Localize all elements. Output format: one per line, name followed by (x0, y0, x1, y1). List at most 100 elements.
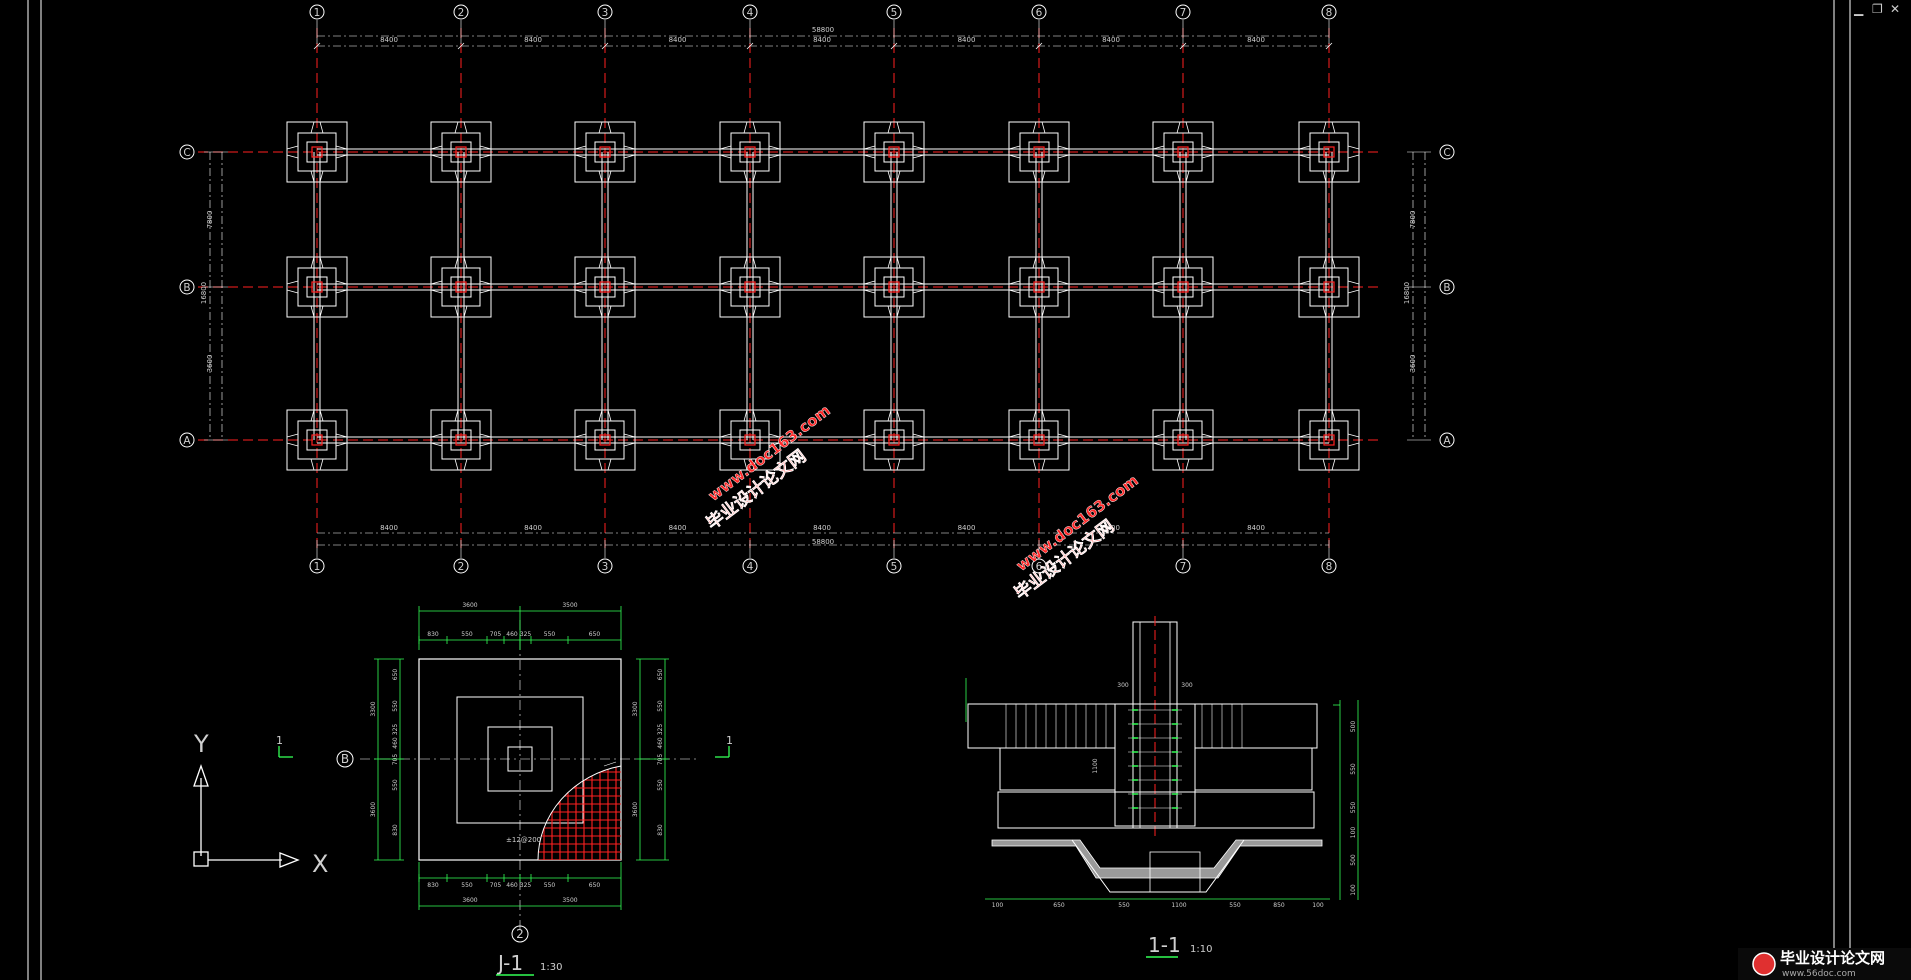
axis-bubble-left-B-label: B (183, 282, 190, 294)
corner-logo-title: 毕业设计论文网 (1780, 949, 1885, 967)
plan-side-dim-1-left: 7800 (206, 211, 214, 229)
plan-overall-bottom: 58800 (812, 538, 834, 546)
section-bottom-dim-6: 850 (1273, 902, 1285, 909)
plan-side-total-right: 16800 (1403, 282, 1411, 304)
axis-bubble-left-A-label: A (183, 435, 191, 447)
j1-bottom-part-5: 325 (520, 882, 532, 889)
axis-bubble-bottom-1: 1 (309, 558, 325, 574)
j1-top-part-1: 830 (427, 631, 439, 638)
plan-bay-bottom-5: 8400 (958, 524, 976, 532)
axis-bubble-bottom-7: 7 (1175, 558, 1191, 574)
section-middle-dim: 1100 (1092, 758, 1099, 773)
axis-bubble-right-C-label: C (1443, 147, 1450, 159)
footing-4-B (719, 256, 781, 318)
axis-bubble-bottom-7-label: 7 (1180, 561, 1187, 573)
j1-side-part-4-left: 460 (392, 737, 399, 749)
plan-bay-bottom-7: 8400 (1247, 524, 1265, 532)
plan-bay-top-6: 8400 (1102, 36, 1120, 44)
j1-top-total-2: 3500 (562, 602, 577, 609)
restore-icon[interactable]: ❐ (1872, 2, 1883, 16)
footing-7-A (1152, 409, 1214, 471)
footing-3-A (574, 409, 636, 471)
j1-side-part-5-right: 705 (657, 754, 664, 766)
j1-side-part-7-right: 830 (657, 824, 664, 836)
j1-axis-bubble-bottom: 2 (511, 925, 529, 943)
axis-bubble-top-8-label: 8 (1326, 7, 1333, 19)
close-icon[interactable]: ✕ (1890, 2, 1901, 16)
axis-bubble-top-4: 4 (742, 4, 758, 20)
footing-1-B (286, 256, 348, 318)
axis-bubble-left-A: A (179, 432, 195, 448)
footing-7-C (1152, 121, 1214, 183)
plan-bay-top-7: 8400 (1247, 36, 1265, 44)
axis-bubble-right-B-label: B (1443, 282, 1450, 294)
section-bottom-dim-2: 650 (1053, 902, 1065, 909)
axis-bubble-bottom-5: 5 (886, 558, 902, 574)
j1-side-part-6-right: 550 (657, 779, 664, 791)
j1-top-part-3: 705 (490, 631, 502, 638)
j1-top-part-5: 325 (520, 631, 532, 638)
j1-side-part-4-right: 460 (657, 737, 664, 749)
footing-5-A (863, 409, 925, 471)
section-bottom-dim-7: 100 (1312, 902, 1324, 909)
axis-bubble-top-7-label: 7 (1180, 7, 1187, 19)
section-right-dim-3: 550 (1350, 802, 1357, 814)
footing-6-A (1008, 409, 1070, 471)
axis-bubble-top-3-label: 3 (602, 7, 609, 19)
j1-axis-bubble-bottom-label: 2 (516, 927, 524, 941)
axis-bubble-top-7: 7 (1175, 4, 1191, 20)
axis-bubble-bottom-6-label: 6 (1036, 561, 1043, 573)
j1-top-part-6: 550 (544, 631, 556, 638)
axis-bubble-top-1: 1 (309, 4, 325, 20)
footing-7-B (1152, 256, 1214, 318)
footing-3-B (574, 256, 636, 318)
footing-6-B (1008, 256, 1070, 318)
axis-bubble-bottom-4-label: 4 (747, 561, 754, 573)
section-bottom-dim-3: 550 (1118, 902, 1130, 909)
axis-bubble-bottom-1-label: 1 (314, 561, 321, 573)
axis-bubble-bottom-8-label: 8 (1326, 561, 1333, 573)
j1-top-part-4: 460 (506, 631, 518, 638)
ucs-icon (193, 764, 300, 868)
j1-side-part-6-left: 550 (392, 779, 399, 791)
plan-bay-top-4: 8400 (813, 36, 831, 44)
j1-scale: 1:30 (540, 962, 562, 973)
section-bottom-dim-4: 1100 (1171, 902, 1186, 909)
j1-side-part-7-left: 830 (392, 824, 399, 836)
j1-top-total-1: 3600 (462, 602, 477, 609)
footing-8-A (1298, 409, 1360, 471)
axis-bubble-bottom-2: 2 (453, 558, 469, 574)
plan-bay-bottom-2: 8400 (524, 524, 542, 532)
j1-side-part-5-left: 705 (392, 754, 399, 766)
axis-bubble-right-B: B (1439, 279, 1455, 295)
j1-bottom-part-4: 460 (506, 882, 518, 889)
j1-bottom-total-1: 3600 (462, 897, 477, 904)
axis-bubble-top-3: 3 (597, 4, 613, 20)
rebar-mesh-hatch (538, 766, 621, 860)
minimize-icon[interactable]: ▁ (1854, 2, 1864, 16)
axis-bubble-bottom-8: 8 (1321, 558, 1337, 574)
plan-bay-top-3: 8400 (669, 36, 687, 44)
j1-side-total-1-right: 3300 (632, 701, 639, 716)
section-bottom-dim-1: 100 (992, 902, 1004, 909)
axis-bubble-top-5: 5 (886, 4, 902, 20)
corner-logo-url: www.56doc.com (1782, 969, 1856, 979)
ucs-y-label: Y (193, 730, 209, 758)
footing-5-B (863, 256, 925, 318)
j1-axis-bubble-left-label: B (341, 752, 349, 766)
footing-1-C (286, 121, 348, 183)
section-right-dim-2: 550 (1350, 763, 1357, 775)
plan-bay-bottom-1: 8400 (380, 524, 398, 532)
axis-bubble-top-4-label: 4 (747, 7, 754, 19)
watermark-2: 毕业设计论文网 www.doc163.com (1010, 471, 1142, 604)
plan-bay-bottom-4: 8400 (813, 524, 831, 532)
plan-bay-top-2: 8400 (524, 36, 542, 44)
axis-bubble-bottom-3-label: 3 (602, 561, 609, 573)
section-scale: 1:10 (1190, 944, 1212, 955)
axis-bubble-top-5-label: 5 (891, 7, 898, 19)
plan-bay-top-1: 8400 (380, 36, 398, 44)
